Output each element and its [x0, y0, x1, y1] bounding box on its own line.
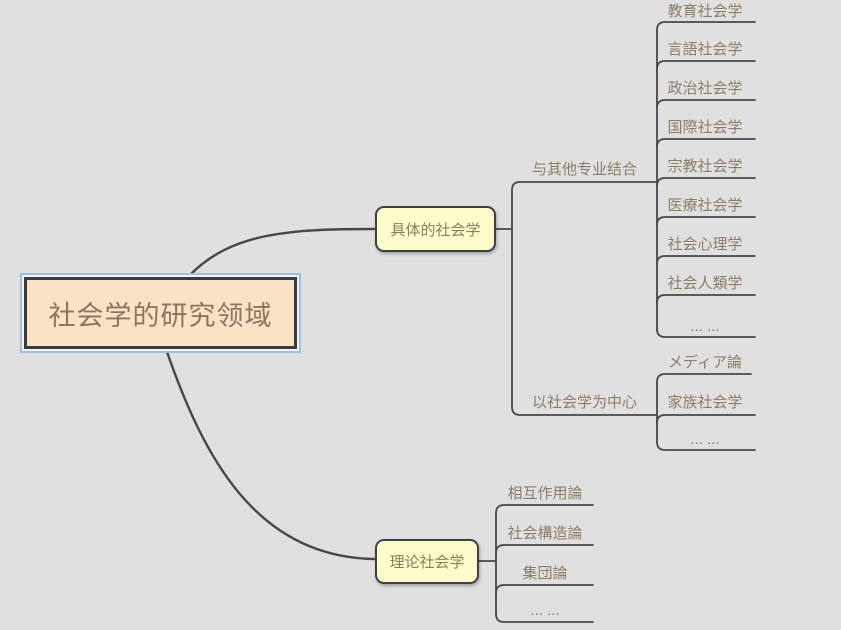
leaf-topic[interactable]: 社会心理学 [667, 236, 743, 253]
leaf-topic[interactable]: 家族社会学 [667, 394, 743, 411]
leaf-topic[interactable]: 医療社会学 [667, 197, 743, 214]
leaf-topic[interactable]: 教育社会学 [667, 3, 743, 20]
leaf-topic[interactable]: 相互作用論 [507, 485, 583, 502]
subtopic-sociology-centered[interactable]: 以社会学为中心 [531, 394, 637, 411]
root-topic-node[interactable]: 社会学的研究领域 [24, 277, 297, 349]
leaf-topic-ellipsis[interactable]: ... ... [690, 318, 720, 335]
leaf-topic-ellipsis[interactable]: ... ... [690, 431, 720, 448]
curve-root-to-branch2 [165, 350, 376, 561]
root-topic-label: 社会学的研究领域 [48, 300, 273, 331]
leaf-topic[interactable]: 国際社会学 [667, 119, 743, 136]
subtopic-other-majors[interactable]: 与其他专业结合 [531, 161, 637, 178]
branch1-spine [511, 181, 658, 416]
branch-label: 具体的社会学 [390, 221, 481, 239]
leaf-topic-ellipsis[interactable]: ... ... [530, 602, 560, 619]
leaf-topic[interactable]: メディア論 [668, 354, 742, 371]
leaf-topic[interactable]: 社会構造論 [507, 525, 583, 542]
leaf-topic[interactable]: 社会人類学 [667, 275, 743, 292]
curve-root-to-branch1 [188, 227, 376, 277]
leaf-topic[interactable]: 政治社会学 [667, 80, 743, 97]
branch-node-theoretical-sociology[interactable]: 理论社会学 [375, 539, 479, 584]
branch-node-concrete-sociology[interactable]: 具体的社会学 [375, 206, 496, 252]
selection-frame: 社会学的研究领域 [20, 273, 301, 353]
leaf-topic[interactable]: 集団論 [522, 565, 568, 582]
leaf-topic[interactable]: 言語社会学 [667, 41, 743, 58]
branch-label: 理论社会学 [389, 554, 465, 571]
leaf-topic[interactable]: 宗教社会学 [667, 158, 743, 175]
